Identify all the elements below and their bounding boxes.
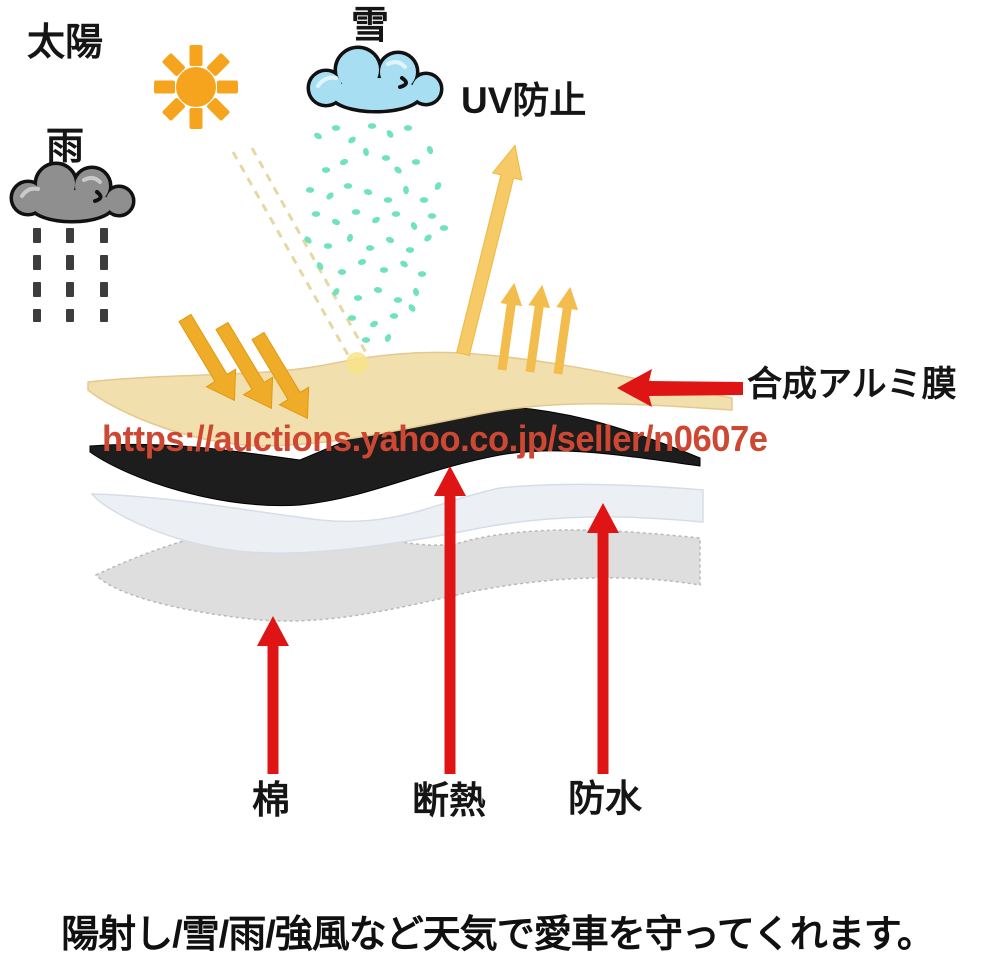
sun-icon bbox=[154, 45, 238, 129]
insulation-layer-label: 断熱 bbox=[412, 780, 486, 821]
uv-protection-label: UV防止 bbox=[461, 80, 587, 121]
uv-reflect-arrow-big bbox=[447, 141, 531, 359]
seller-url-watermark: https://auctions.yahoo.co.jp/seller/n060… bbox=[102, 418, 768, 459]
sun-ray-dashed-lines bbox=[231, 147, 371, 363]
layer-waterproof-sheet bbox=[90, 483, 704, 554]
layer-insulation-sheet bbox=[89, 405, 701, 507]
rain-label: 雨 bbox=[46, 126, 85, 168]
waterproof-layer-label: 防水 bbox=[568, 778, 642, 819]
rain-drops bbox=[33, 228, 108, 322]
insulation-pointer-arrow bbox=[434, 466, 466, 774]
aluminum-film-label: 合成アルミ膜 bbox=[747, 365, 957, 404]
snow-label: 雪 bbox=[351, 5, 390, 47]
cotton-layer-label: 棉 bbox=[252, 780, 291, 822]
layer-stack bbox=[87, 351, 733, 622]
snowflake-specks bbox=[304, 123, 449, 343]
bottom-caption: 陽射し/雪/雨/強風など天気で愛車を守ってくれます。 bbox=[61, 914, 935, 956]
aluminum-pointer-arrow bbox=[617, 369, 743, 407]
red-pointer-arrows bbox=[257, 369, 743, 774]
ray-impact-glow bbox=[346, 352, 368, 374]
cotton-pointer-arrow bbox=[257, 616, 289, 774]
sun-label: 太陽 bbox=[27, 22, 104, 64]
waterproof-pointer-arrow bbox=[587, 503, 619, 774]
rain-cloud-icon bbox=[9, 161, 136, 224]
snow-cloud-icon bbox=[306, 45, 444, 114]
